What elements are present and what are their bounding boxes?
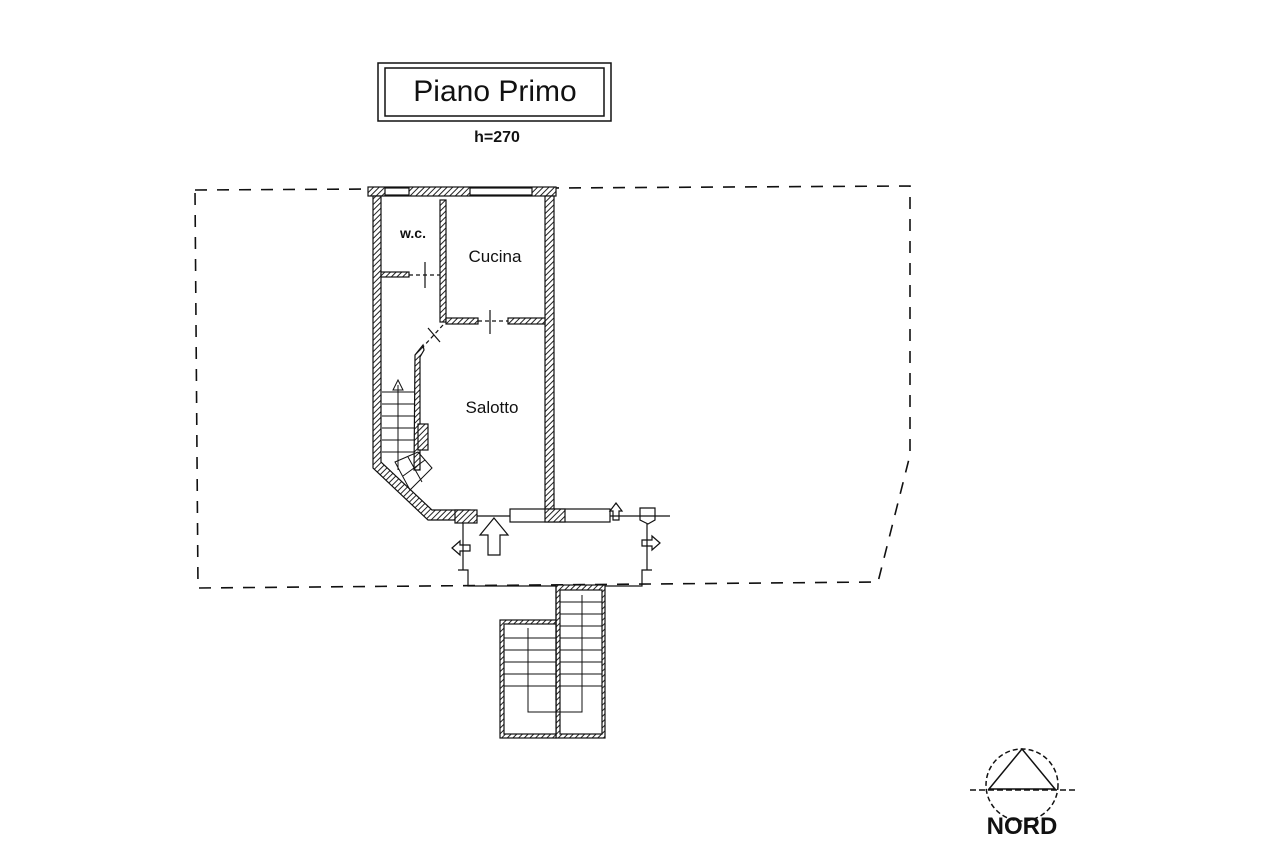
ceiling-height: h=270 (474, 129, 520, 146)
north-label: NORD (987, 813, 1058, 840)
internal-stairs (382, 378, 433, 491)
lot-boundary (194, 185, 911, 589)
plan-title: Piano Primo (413, 75, 576, 108)
north-symbol: NORD (970, 747, 1075, 840)
north-arrow-icon (987, 747, 1057, 790)
arrow-left-icon (451, 539, 471, 557)
title-box: Piano Primo (377, 62, 612, 122)
room-label-salotto: Salotto (466, 398, 519, 417)
doors (409, 262, 508, 349)
arrow-up-icon (608, 502, 624, 521)
entrance-arrow-icon (478, 517, 510, 556)
room-label-cucina: Cucina (469, 247, 522, 266)
balcony (451, 502, 670, 587)
room-label-wc: w.c. (399, 225, 426, 241)
arrow-right-icon (641, 534, 661, 552)
external-stairs (499, 584, 606, 739)
